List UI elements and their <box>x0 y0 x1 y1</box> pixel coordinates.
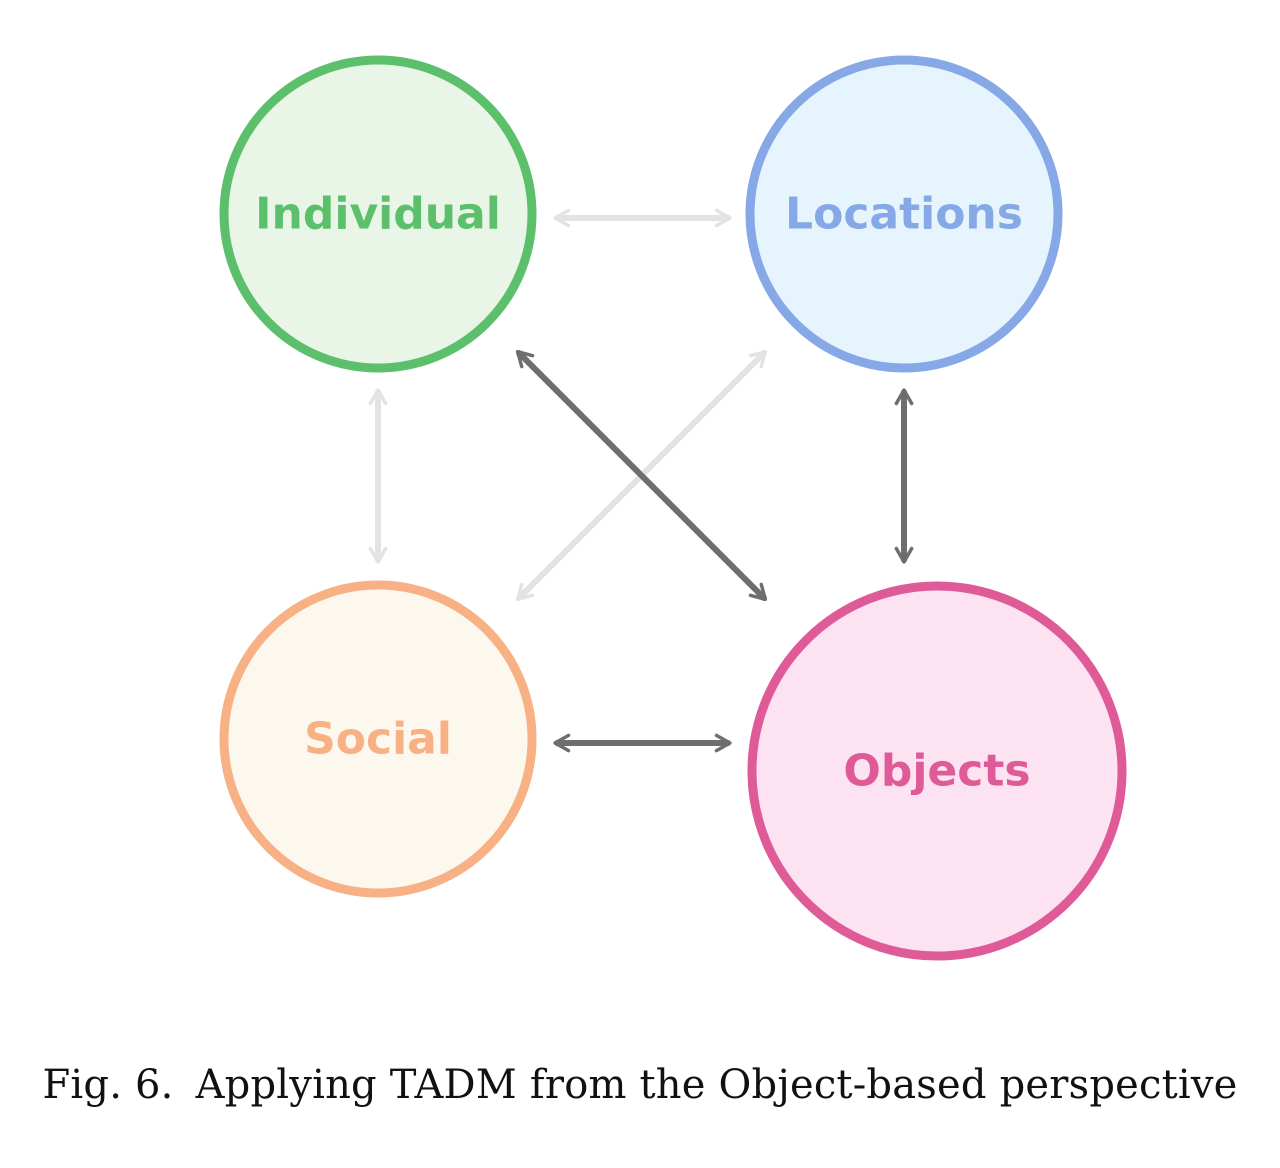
figure-caption: Fig. 6. Applying TADM from the Object-bas… <box>0 1062 1280 1108</box>
node-objects-label: Objects <box>843 746 1030 797</box>
node-objects-circle <box>747 581 1127 961</box>
node-locations: Locations <box>745 55 1063 373</box>
node-objects: Objects <box>747 581 1127 961</box>
node-locations-circle <box>745 55 1063 373</box>
node-individual-label: Individual <box>255 189 501 240</box>
figure-caption-text: Applying TADM from the Object-based pers… <box>195 1062 1238 1108</box>
node-social-circle <box>219 580 537 898</box>
node-locations-label: Locations <box>785 189 1023 240</box>
node-individual: Individual <box>219 55 537 373</box>
node-social: Social <box>219 580 537 898</box>
figure-number: Fig. 6. <box>42 1062 174 1108</box>
node-individual-circle <box>219 55 537 373</box>
node-social-label: Social <box>304 714 452 765</box>
arrow-individual-objects <box>515 349 768 602</box>
